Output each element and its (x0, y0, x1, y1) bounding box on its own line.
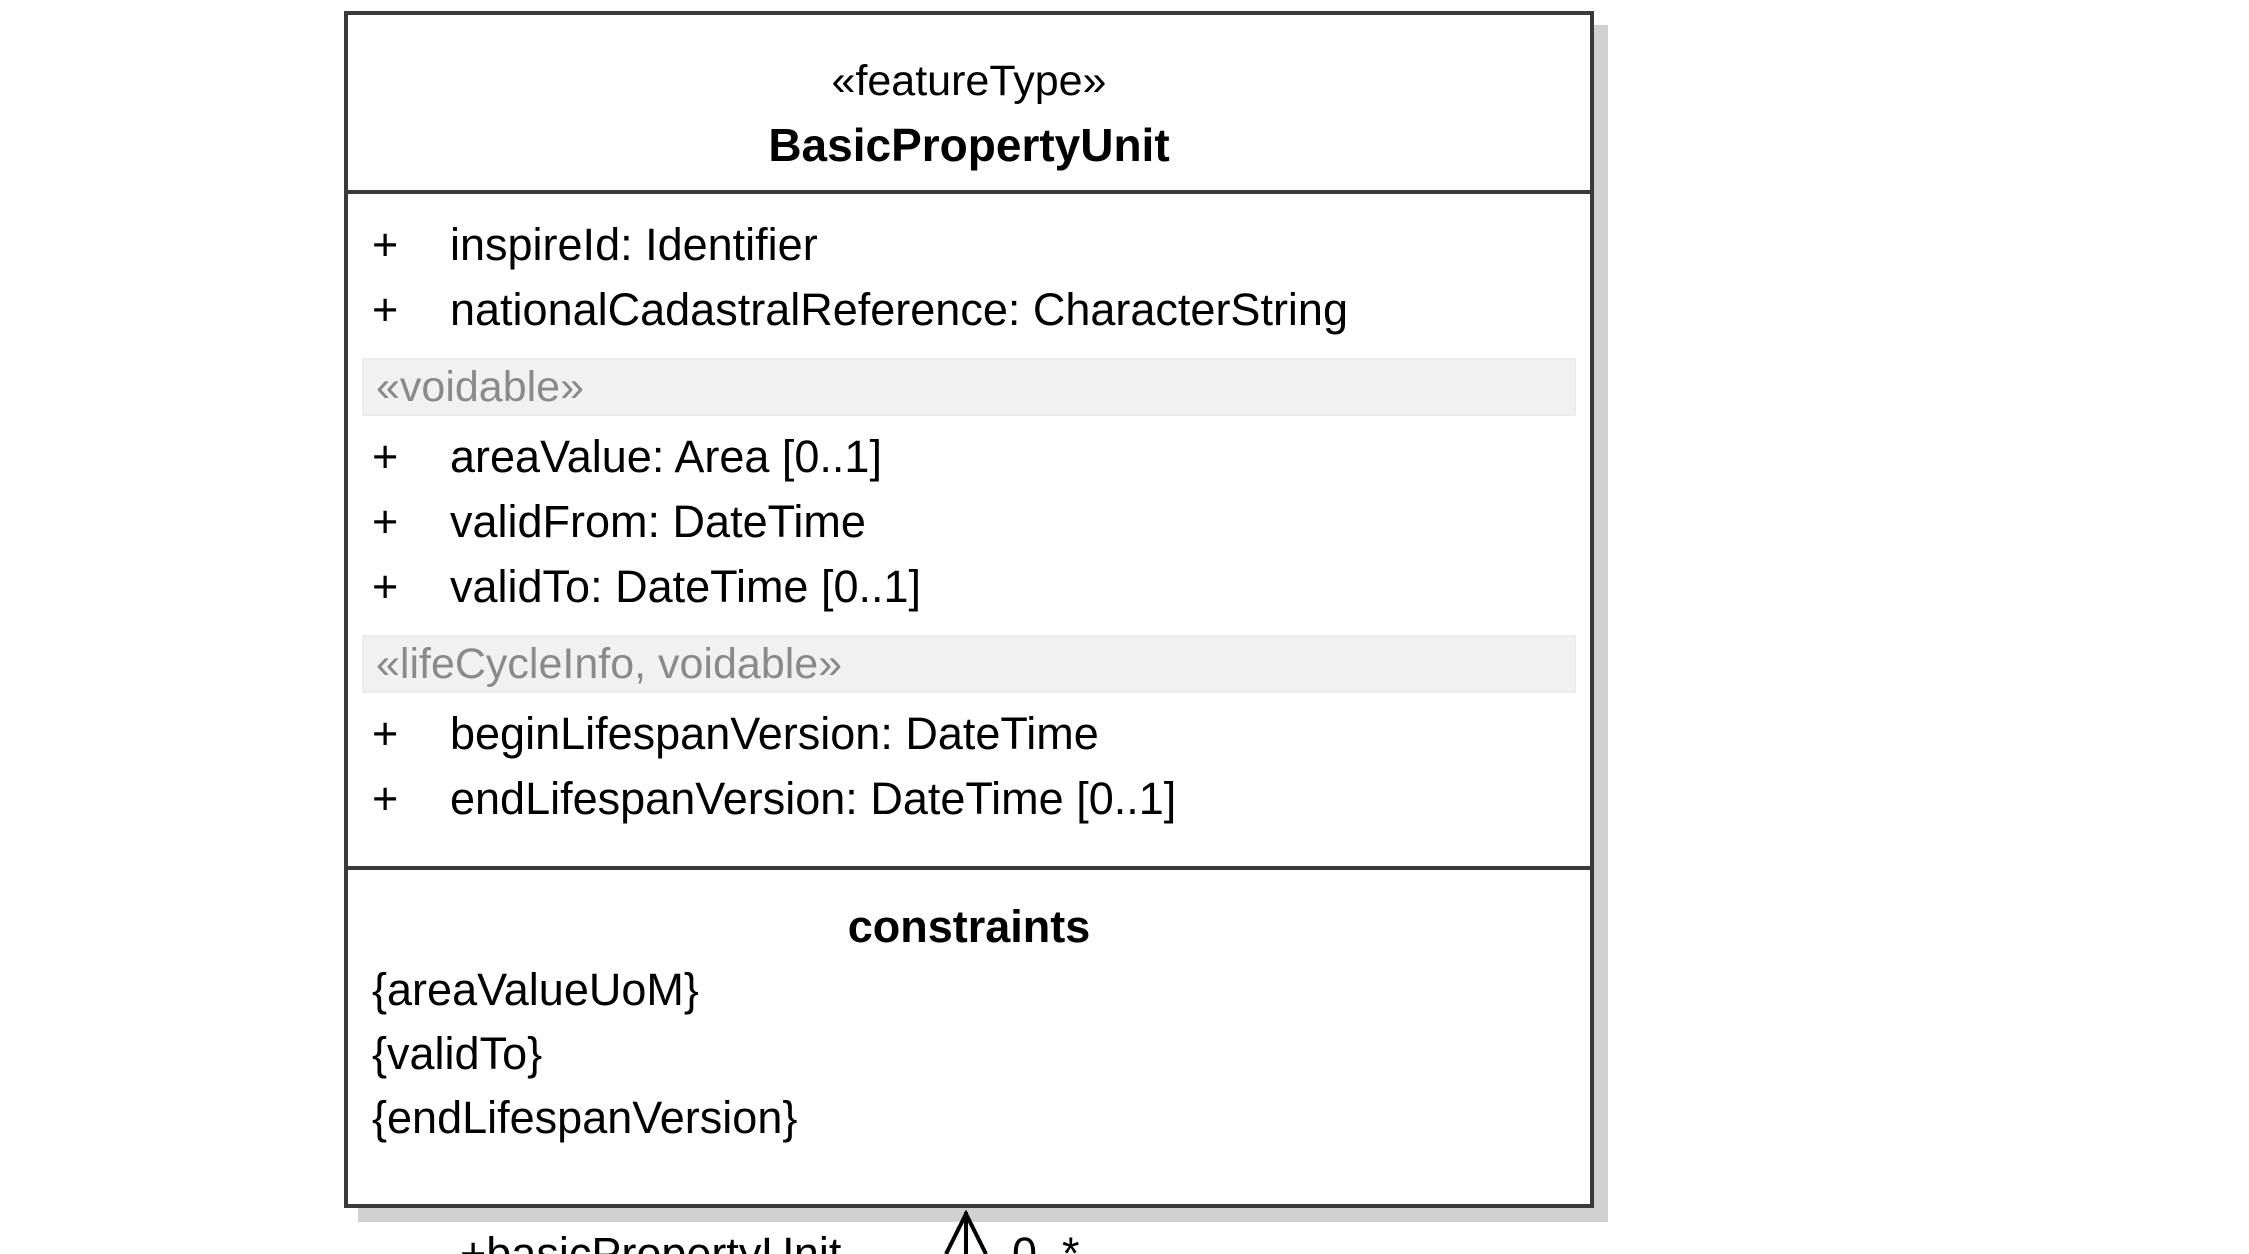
attributes-compartment: + inspireId: Identifier + nationalCadast… (348, 194, 1590, 870)
class-header: «featureType» BasicPropertyUnit (348, 15, 1590, 194)
stereotype-group-voidable: «voidable» (362, 358, 1576, 416)
association-arrowhead[interactable] (944, 1209, 988, 1254)
attribute-visibility: + (372, 707, 399, 759)
constraints-title: constraints (847, 901, 1091, 952)
attribute-row[interactable]: + nationalCadastralReference: CharacterS… (348, 277, 1590, 342)
stereotype-group-lifecycle: «lifeCycleInfo, voidable» (362, 635, 1576, 693)
constraint-item[interactable]: {endLifespanVersion} (372, 1092, 798, 1143)
attribute-text: validTo: DateTime [0..1] (450, 560, 922, 612)
attribute-visibility: + (372, 283, 399, 335)
association-role-label: +basicPropertyUnit (460, 1228, 842, 1254)
attribute-visibility: + (372, 560, 399, 612)
attribute-visibility: + (372, 772, 399, 824)
association-multiplicity: 0..* (1012, 1228, 1080, 1254)
attribute-visibility: + (372, 218, 399, 270)
constraint-item[interactable]: {areaValueUoM} (372, 964, 699, 1015)
class-name: BasicPropertyUnit (768, 119, 1170, 171)
attribute-visibility: + (372, 495, 399, 547)
attribute-row[interactable]: + beginLifespanVersion: DateTime (348, 701, 1590, 766)
attribute-text: inspireId: Identifier (450, 218, 818, 270)
attribute-row[interactable]: + validTo: DateTime [0..1] (348, 554, 1590, 619)
attribute-row[interactable]: + validFrom: DateTime (348, 489, 1590, 554)
attribute-text: validFrom: DateTime (450, 495, 866, 547)
attribute-row[interactable]: + endLifespanVersion: DateTime [0..1] (348, 766, 1590, 831)
attribute-text: beginLifespanVersion: DateTime (450, 707, 1099, 759)
constraint-item[interactable]: {validTo} (372, 1028, 543, 1079)
attribute-row[interactable]: + inspireId: Identifier (348, 212, 1590, 277)
uml-class-basic-property-unit[interactable]: «featureType» BasicPropertyUnit + inspir… (344, 11, 1594, 1208)
attribute-visibility: + (372, 430, 399, 482)
attribute-text: areaValue: Area [0..1] (450, 430, 882, 482)
class-stereotype: «featureType» (831, 57, 1107, 105)
constraints-compartment: constraints {areaValueUoM} {validTo} {en… (348, 870, 1590, 1150)
attribute-text: endLifespanVersion: DateTime [0..1] (450, 772, 1177, 824)
attribute-text: nationalCadastralReference: CharacterStr… (450, 283, 1348, 335)
attribute-row[interactable]: + areaValue: Area [0..1] (348, 424, 1590, 489)
